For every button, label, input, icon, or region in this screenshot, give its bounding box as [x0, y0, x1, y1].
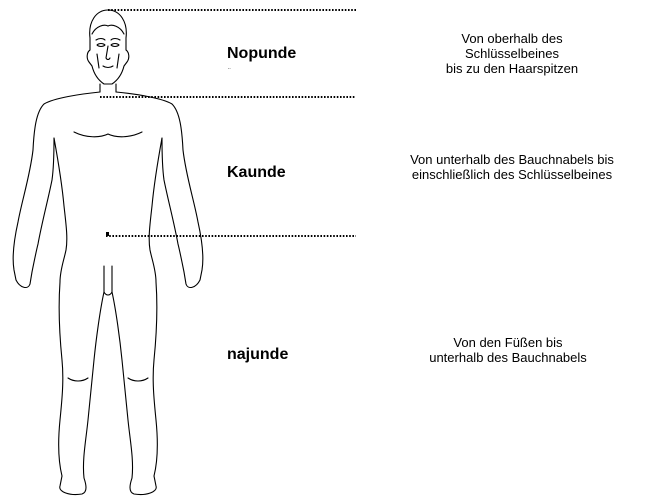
zone-label-nopunde: Nopunde	[227, 45, 296, 63]
crotch-line	[104, 292, 112, 295]
hairline	[92, 25, 124, 34]
left-leg-outline	[59, 282, 104, 495]
torso-right	[149, 138, 162, 282]
chest-line	[74, 132, 142, 137]
description-line: Schlüsselbeines	[412, 46, 612, 61]
stray-mark: ¨	[228, 68, 231, 76]
nose	[106, 46, 110, 60]
zone-description-kaunde: Von unterhalb des Bauchnabels bis einsch…	[372, 152, 652, 182]
description-line: Von oberhalb des	[412, 31, 612, 46]
torso-left	[54, 138, 67, 282]
description-line: Von unterhalb des Bauchnabels bis	[372, 152, 652, 167]
right-arm-outline	[116, 92, 203, 287]
right-eye	[111, 44, 119, 47]
left-brow	[96, 39, 105, 41]
description-line: unterhalb des Bauchnabels	[388, 350, 628, 365]
zone-label-najunde: najunde	[227, 346, 288, 364]
zone-label-kaunde: Kaunde	[227, 164, 286, 182]
right-brow	[111, 39, 120, 41]
right-knee	[128, 378, 148, 381]
left-eye	[97, 44, 105, 47]
description-line: Von den Füßen bis	[388, 335, 628, 350]
navel-marker	[106, 232, 109, 236]
zone-description-najunde: Von den Füßen bis unterhalb des Bauchnab…	[388, 335, 628, 365]
description-line: einschließlich des Schlüsselbeines	[372, 167, 652, 182]
right-cheek	[117, 54, 119, 68]
zone-description-nopunde: Von oberhalb des Schlüsselbeines bis zu …	[412, 31, 612, 76]
right-leg-outline	[112, 282, 157, 495]
left-arm-outline	[13, 92, 100, 287]
description-line: bis zu den Haarspitzen	[412, 61, 612, 76]
mouth	[103, 66, 113, 68]
left-knee	[68, 378, 88, 381]
left-cheek	[97, 54, 99, 68]
